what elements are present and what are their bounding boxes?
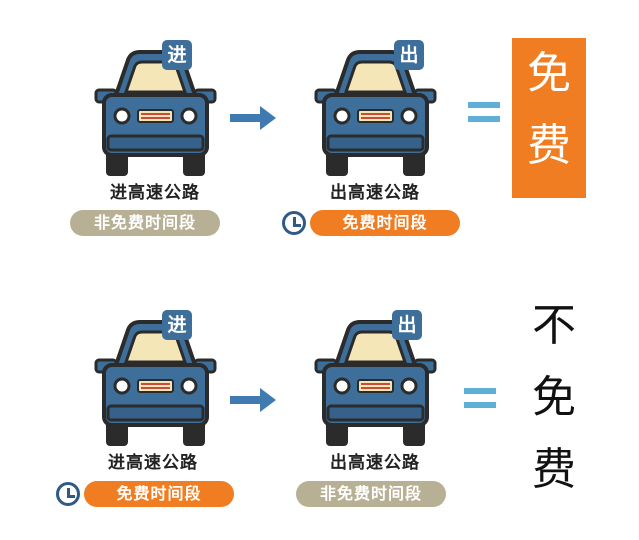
arrow-right-icon xyxy=(230,106,276,130)
car-icon xyxy=(308,310,443,450)
entry-period-pill: 非免费时间段 xyxy=(70,210,220,236)
exit-caption: 出高速公路 xyxy=(330,183,420,203)
clock-icon xyxy=(56,482,80,506)
clock-icon xyxy=(282,211,306,235)
exit-period-pill: 免费时间段 xyxy=(310,210,460,236)
equals-icon xyxy=(464,388,496,408)
result-char: 费 xyxy=(532,444,576,495)
exit-badge: 出 xyxy=(394,40,424,70)
exit-caption: 出高速公路 xyxy=(330,453,420,473)
exit-period-pill: 非免费时间段 xyxy=(296,481,446,507)
car-icon xyxy=(88,40,223,180)
result-free-box: 免 费 xyxy=(512,38,586,198)
entry-badge: 进 xyxy=(162,40,192,70)
result-char: 费 xyxy=(527,120,571,171)
entry-badge: 进 xyxy=(162,310,192,340)
result-not-free: 不 免 费 xyxy=(526,290,582,506)
exit-badge: 出 xyxy=(392,310,422,340)
arrow-right-icon xyxy=(230,388,276,412)
result-char: 不 xyxy=(532,300,576,351)
result-char: 免 xyxy=(532,372,576,423)
equals-icon xyxy=(468,102,500,122)
car-icon xyxy=(88,310,223,450)
entry-period-pill: 免费时间段 xyxy=(84,481,234,507)
entry-caption: 进高速公路 xyxy=(110,183,200,203)
entry-caption: 进高速公路 xyxy=(108,453,198,473)
result-char: 免 xyxy=(527,48,571,99)
